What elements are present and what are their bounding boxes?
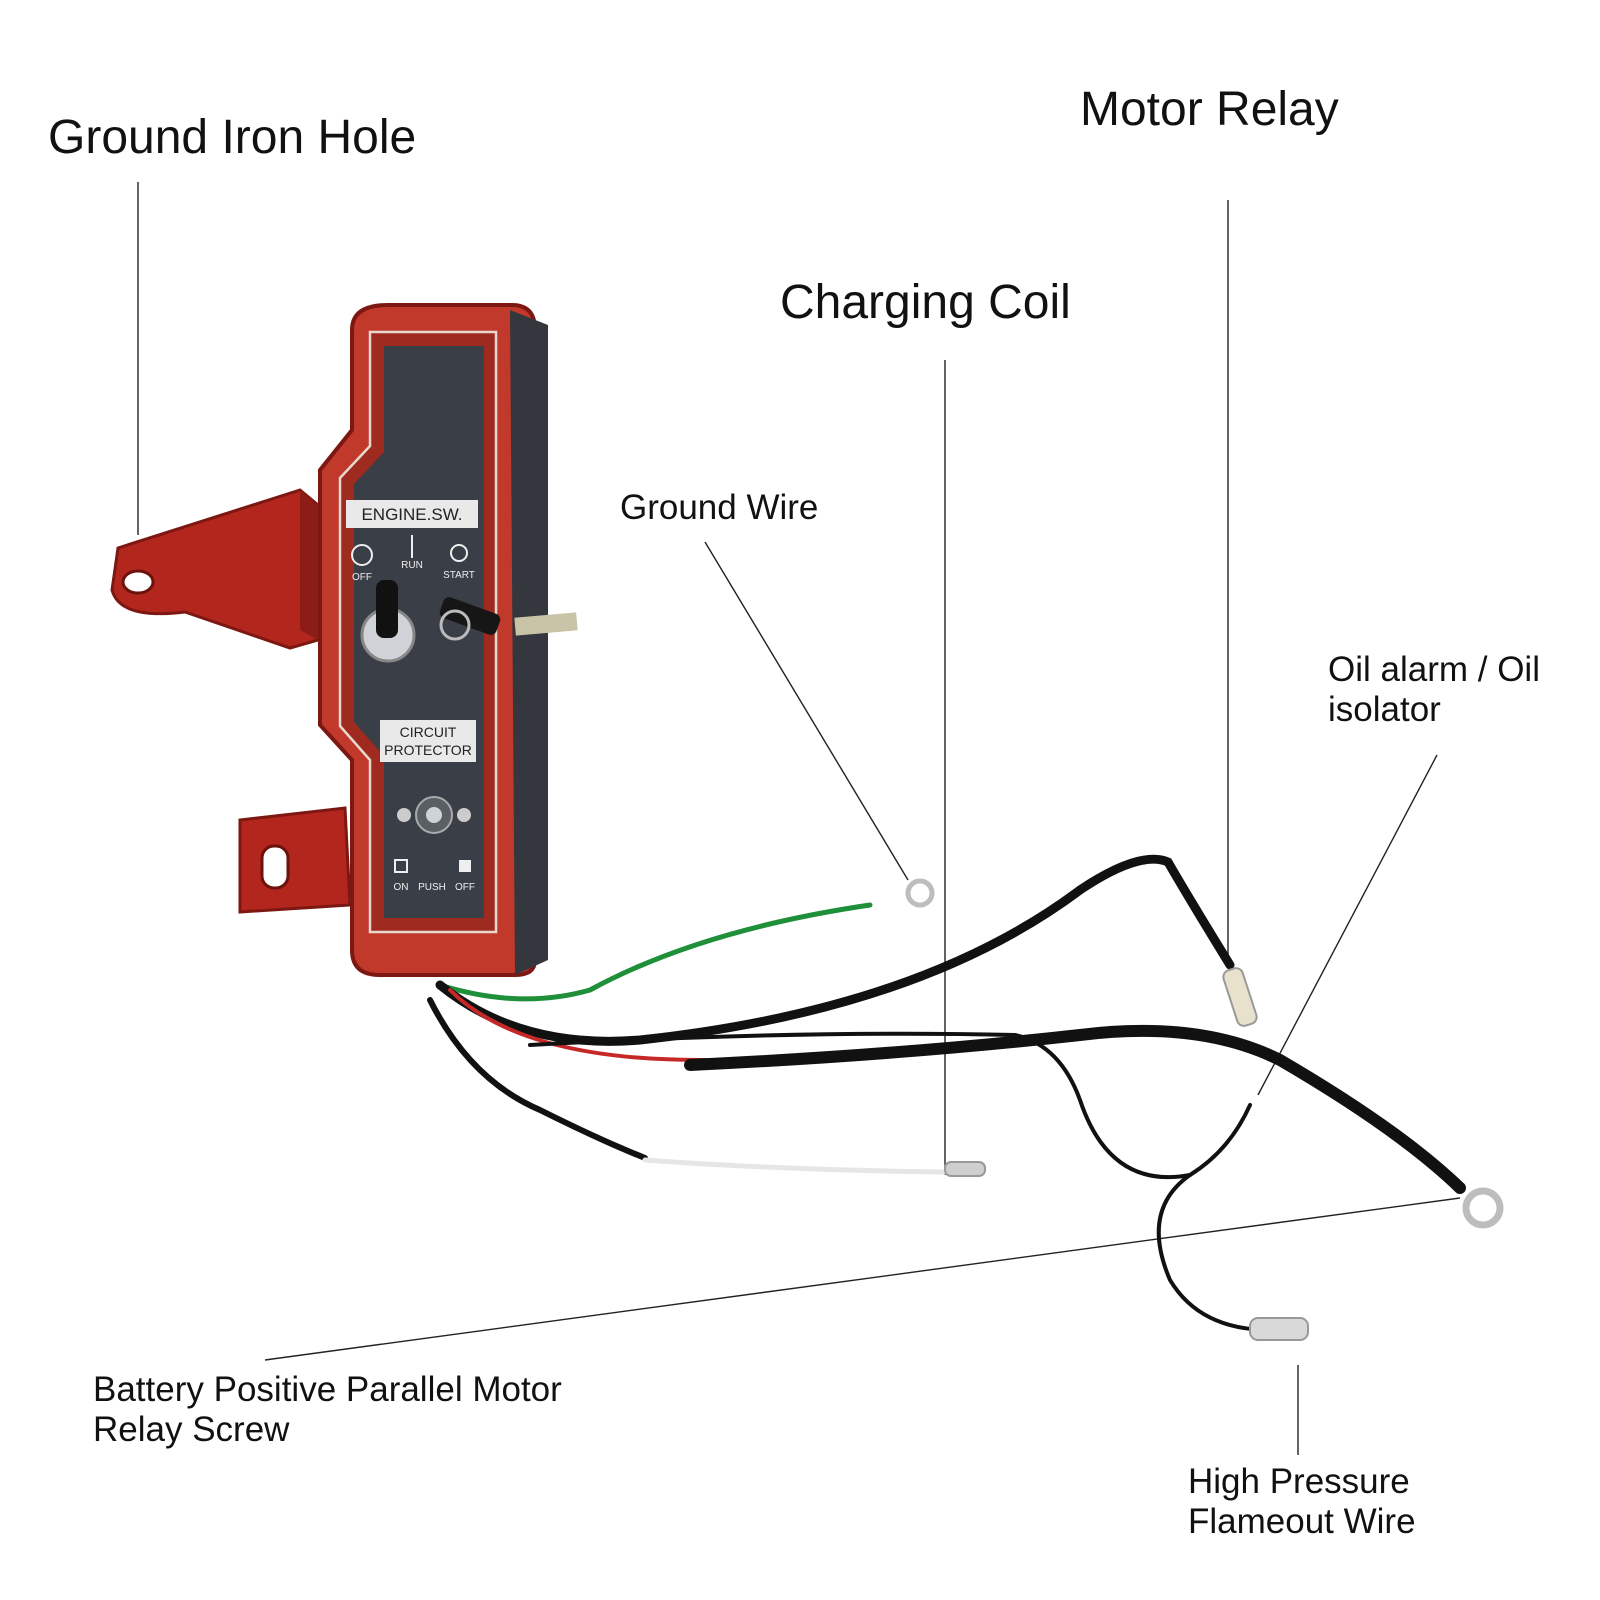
label-ground-iron-hole: Ground Iron Hole	[48, 111, 417, 164]
label-high-pressure-line2: Flameout Wire	[1188, 1502, 1416, 1542]
circuit-label: CIRCUIT	[400, 724, 457, 740]
off-position-icon	[351, 544, 373, 566]
push-label: PUSH	[418, 882, 446, 893]
label-ground-wire: Ground Wire	[620, 488, 819, 527]
leader-ground-wire	[704, 541, 909, 881]
leader-battery-positive	[264, 1197, 1461, 1361]
red-wire	[448, 988, 762, 1062]
charging-coil-wire-white	[642, 1157, 948, 1175]
flameout-wire	[1156, 1173, 1272, 1332]
ignition-key-switch	[360, 580, 578, 663]
battery-positive-wire	[684, 1024, 1466, 1194]
label-motor-relay: Motor Relay	[1080, 83, 1339, 136]
off-label: OFF	[352, 572, 372, 583]
label-oil-alarm-line1: Oil alarm / Oil	[1328, 650, 1540, 689]
motor-relay-wire	[435, 854, 1235, 1046]
key-icon	[376, 580, 398, 638]
switch-housing	[318, 303, 548, 977]
panel-markings: ENGINE.SW. OFF RUN START CIRCUIT PROTECT…	[346, 500, 478, 893]
label-charging-coil: Charging Coil	[780, 276, 1071, 329]
protector-label: PROTECTOR	[384, 742, 472, 758]
label-high-pressure-line1: High Pressure	[1188, 1462, 1410, 1501]
leader-oil-alarm	[1257, 754, 1438, 1096]
black-stub-wire	[427, 997, 648, 1161]
start-label: START	[443, 570, 475, 581]
label-oil-alarm: Oil alarm / Oil isolator	[1328, 650, 1540, 731]
label-battery-positive-line2: Relay Screw	[93, 1410, 290, 1450]
label-oil-alarm-line2: isolator	[1328, 690, 1441, 730]
on-icon	[394, 859, 408, 873]
ground-iron-hole	[121, 569, 155, 595]
engine-sw-label: ENGINE.SW.	[361, 505, 462, 524]
control-panel	[354, 346, 484, 918]
label-battery-positive: Battery Positive Parallel Motor Relay Sc…	[93, 1370, 562, 1451]
start-position-icon	[450, 544, 468, 562]
wiring-harness	[427, 854, 1504, 1341]
label-battery-positive-line1: Battery Positive Parallel Motor	[93, 1370, 562, 1409]
engine-sw-plate	[346, 500, 478, 528]
on-label: ON	[394, 882, 409, 893]
ground-wire-green	[437, 902, 873, 1002]
label-high-pressure: High Pressure Flameout Wire	[1188, 1462, 1416, 1543]
mounting-bracket	[110, 488, 352, 914]
run-label: RUN	[401, 560, 423, 571]
circuit-protector-plate	[380, 720, 476, 762]
off-square-icon	[459, 860, 471, 872]
leader-lines	[137, 182, 1461, 1455]
off-bottom-label: OFF	[455, 882, 475, 893]
